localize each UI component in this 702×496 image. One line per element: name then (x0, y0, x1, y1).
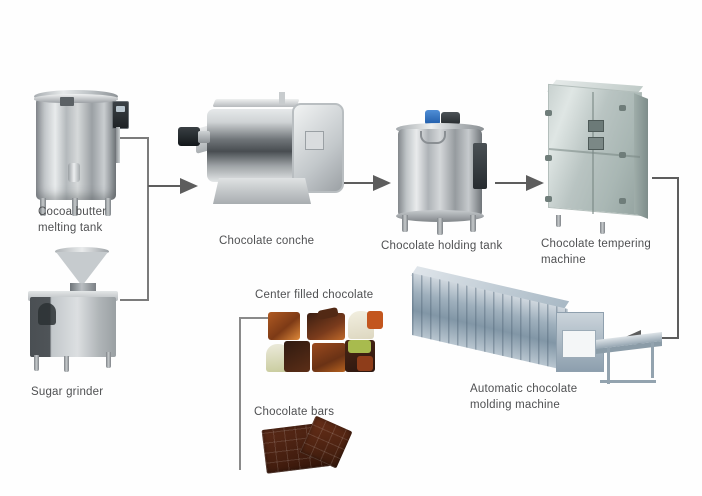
grinder-leg (64, 356, 69, 372)
caption-chocolate-conche: Chocolate conche (219, 235, 315, 247)
caption-chocolate-tempering-machine: Chocolate tempering machine (541, 238, 651, 266)
tank-support-arm (116, 127, 120, 163)
chocolate-piece-topping (348, 340, 371, 353)
caption-chocolate-bars: Chocolate bars (254, 406, 335, 418)
tempering-control-panel (588, 137, 604, 150)
holding-tank-control-box (473, 143, 487, 189)
molding-outfeed-opening (562, 330, 596, 358)
caption-cocoa-butter-melting-tank: Cocoa butter melting tank (38, 206, 107, 234)
tank-leg (72, 198, 78, 216)
holding-tank-handle (420, 131, 446, 144)
chocolate-piece (284, 341, 310, 372)
tank-label-sticker (60, 97, 74, 106)
grinder-body-top (28, 291, 118, 301)
conveyor-leg (651, 342, 654, 378)
tank-control-panel (112, 101, 129, 129)
grinder-hopper (56, 252, 108, 286)
grinder-hopper-rim (55, 247, 109, 256)
tank-rim-highlight (34, 94, 118, 103)
holding-tank-body (398, 129, 482, 217)
conche-top-bar (212, 99, 300, 107)
tank-body (36, 96, 116, 200)
tempering-hinge (545, 110, 552, 116)
chocolate-piece (312, 343, 346, 372)
conche-motor (178, 127, 200, 146)
caption-automatic-chocolate-molding-machine: Automatic chocolate molding machine (470, 383, 578, 411)
holding-tank-leg (470, 215, 476, 232)
tank-leg (105, 198, 111, 216)
caption-chocolate-holding-tank: Chocolate holding tank (381, 240, 503, 252)
holding-tank-leg (437, 218, 443, 235)
grinder-leg (106, 352, 111, 368)
tempering-leg (556, 215, 561, 227)
conveyor-foot-rail (600, 380, 656, 383)
tank-outlet-valve (68, 163, 80, 182)
tempering-hinge (619, 105, 626, 111)
tempering-leg (600, 222, 605, 234)
tempering-hinge (545, 196, 552, 202)
tempering-hinge (545, 155, 552, 161)
tempering-hinge (619, 152, 626, 158)
holding-tank-leg (402, 215, 408, 232)
chocolate-piece (367, 311, 383, 329)
holding-tank-gearbox (441, 112, 460, 125)
grinder-leg (34, 355, 39, 371)
conche-flange-inspection-plate (305, 131, 324, 150)
grinder-access-window (38, 303, 56, 325)
conche-base-frame (213, 178, 311, 204)
caption-sugar-grinder: Sugar grinder (31, 386, 104, 398)
holding-tank-base (396, 210, 484, 222)
caption-center-filled-chocolate: Center filled chocolate (255, 289, 374, 301)
tempering-hinge (619, 198, 626, 204)
chocolate-piece-topping (357, 356, 373, 371)
conche-motor-neck (198, 131, 210, 143)
conche-vent-stub (279, 92, 285, 104)
tempering-display-panel (588, 120, 604, 132)
conveyor-leg (607, 348, 610, 384)
holding-tank-blue-motor (425, 110, 440, 125)
chocolate-piece (268, 312, 300, 340)
tank-leg (40, 198, 46, 216)
